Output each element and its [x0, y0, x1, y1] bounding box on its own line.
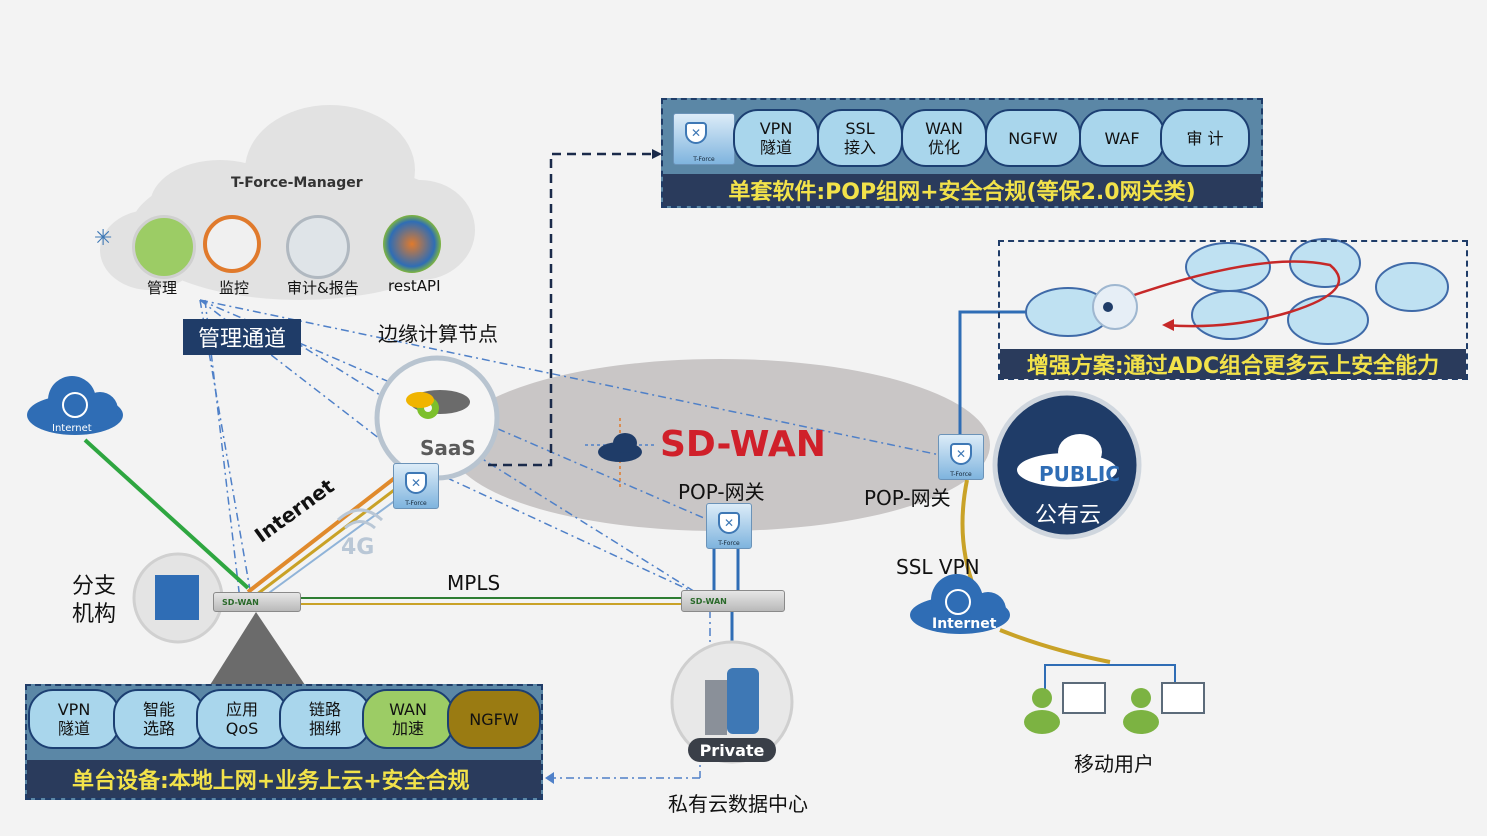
- top-link-arrow: [652, 149, 662, 159]
- branch-label-line2: 机构: [72, 602, 117, 627]
- pop-cube-right: ✕ T-Force: [938, 434, 984, 480]
- rest-api-icon: [383, 215, 441, 273]
- internet-cloud-right: [910, 574, 1010, 634]
- internet-cloud-left: [27, 376, 123, 435]
- mpls-label: MPLS: [447, 571, 501, 595]
- manager-title: T-Force-Manager: [231, 175, 363, 191]
- branch-label: 分支 机构: [72, 573, 116, 629]
- bottom-pill-ngfw: NGFW: [447, 689, 541, 749]
- pop-cube-center: ✕ T-Force: [706, 503, 752, 549]
- bottom-panel-banner: 单台设备:本地上网+业务上云+安全合规: [27, 760, 541, 798]
- shield-icon: ✕: [718, 512, 740, 534]
- network-hub-icon: ✳: [94, 226, 113, 251]
- bottom-pill-routing: 智能选路: [113, 689, 205, 749]
- adc-graphic: [1025, 238, 1449, 345]
- mobile-user-1: [1024, 682, 1106, 734]
- monitor-icon: [203, 215, 261, 273]
- manager-label-monitor: 监控: [219, 279, 250, 297]
- sdwan-cloud: [450, 359, 990, 531]
- internet-right-label: Internet: [932, 616, 997, 632]
- private-dc-label: 私有云数据中心: [668, 792, 808, 816]
- bottom-link-arrow: [545, 772, 554, 784]
- ssl-vpn-label: SSL VPN: [896, 555, 980, 579]
- top-panel-link: [488, 152, 655, 467]
- top-panel-banner: 单套软件:POP组网+安全合规(等保2.0网关类): [663, 174, 1261, 206]
- adc-panel: [998, 240, 1468, 380]
- shield-icon: ✕: [950, 443, 972, 465]
- dc-sdwan-device: SD-WAN: [681, 590, 785, 612]
- top-pill-ngfw: NGFW: [985, 109, 1081, 167]
- mgmt-channel-label: 管理通道: [183, 319, 301, 355]
- public-cloud-label: 公有云: [1035, 503, 1102, 528]
- top-panel-cube: ✕ T-Force: [673, 113, 735, 165]
- manager-label-audit: 审计&报告: [287, 279, 359, 297]
- branch-sdwan-device: SD-WAN: [213, 592, 301, 612]
- branch-label-line1: 分支: [72, 574, 117, 599]
- manager-label-restapi: restAPI: [388, 277, 441, 295]
- saas-label: SaaS: [420, 436, 476, 460]
- branch-triangle: [210, 612, 305, 685]
- management-icon: [132, 215, 196, 279]
- pop-gateway-label-right: POP-网关: [864, 486, 951, 510]
- edge-node-label: 边缘计算节点: [378, 322, 498, 346]
- mobile-user-2: [1123, 682, 1205, 734]
- edge-cube: ✕ T-Force: [393, 463, 439, 509]
- shield-icon: ✕: [685, 122, 707, 144]
- private-badge: Private: [688, 738, 776, 762]
- edge-node-circle: [374, 355, 500, 481]
- audit-report-icon: [286, 215, 350, 279]
- top-pill-audit: 审 计: [1160, 109, 1250, 167]
- pop-gateway-label-center: POP-网关: [678, 480, 765, 504]
- internet-green-link: [83, 438, 250, 590]
- mobile-users-label: 移动用户: [1074, 752, 1154, 776]
- public-badge: PUBLIC: [1039, 462, 1121, 486]
- shield-icon: ✕: [405, 472, 427, 494]
- sdwan-title: SD-WAN: [660, 424, 826, 465]
- cell-tower-icon: [336, 508, 384, 530]
- adc-hub-icon: [1092, 284, 1138, 330]
- adc-panel-banner: 增强方案:通过ADC组合更多云上安全能力: [1000, 349, 1466, 379]
- manager-label-management: 管理: [147, 279, 178, 297]
- internet-left-label: Internet: [52, 423, 92, 434]
- cellular-label: 4G: [341, 535, 375, 560]
- bottom-pill-bonding: 链路捆绑: [279, 689, 371, 749]
- sdwan-cloud-icon: [585, 418, 655, 488]
- top-pill-waf: WAF: [1079, 109, 1165, 167]
